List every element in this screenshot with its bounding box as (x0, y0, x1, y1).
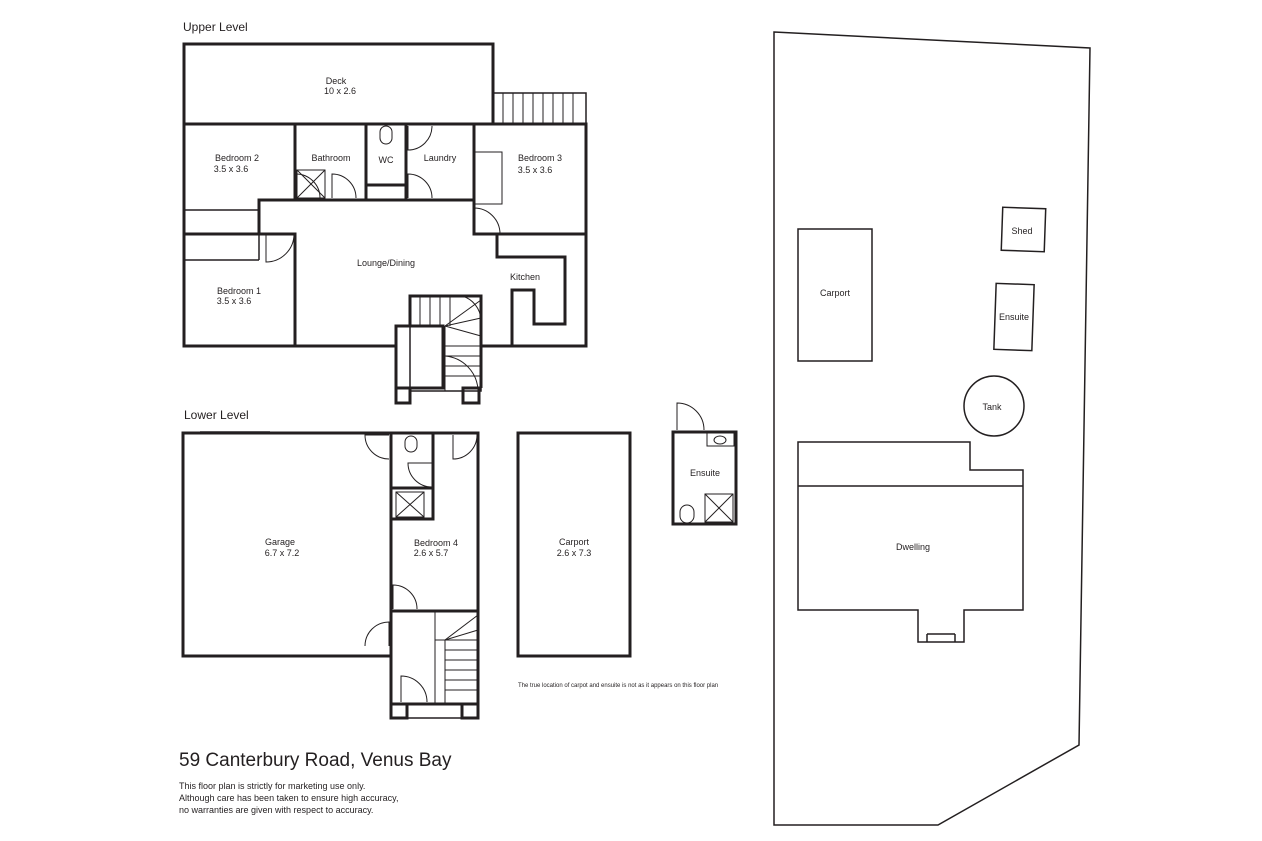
site-shed (1000, 206, 1047, 253)
laundry-door-bottom (407, 173, 433, 199)
kitchen-label: Kitchen (510, 272, 540, 282)
bathroom-door-right (331, 173, 357, 199)
ensuite-basin (713, 435, 727, 445)
garage-size: 6.7 x 7.2 (265, 548, 300, 558)
lounge-label: Lounge/Dining (357, 258, 415, 268)
site-ensuite (993, 282, 1035, 352)
deck-stair-treads (502, 93, 574, 124)
ensuite-shower (704, 493, 734, 523)
carport-label: Carport (559, 537, 590, 547)
bedroom1-size: 3.5 x 3.6 (217, 296, 252, 306)
site-carport (797, 228, 873, 362)
bedroom3-label: Bedroom 3 (518, 153, 562, 163)
carport-size: 2.6 x 7.3 (557, 548, 592, 558)
bedroom4-label: Bedroom 4 (414, 538, 458, 548)
wc-toilet (379, 125, 393, 145)
site-boundary (773, 31, 1091, 826)
bedroom2-size: 3.5 x 3.6 (214, 164, 249, 174)
ensuite-door (676, 402, 705, 431)
lower-level-heading: Lower Level (184, 408, 249, 422)
bathroom-label: Bathroom (311, 153, 350, 163)
lower-level-plan: Garage 6.7 x 7.2 Bedroom 4 2.6 x 5.7 Car… (181, 402, 738, 720)
bathroom-door-left (295, 173, 321, 199)
bedroom1-door (265, 233, 295, 263)
bedroom3-size: 3.5 x 3.6 (518, 165, 553, 175)
wc-label: WC (379, 155, 394, 165)
site-tank (963, 375, 1025, 437)
deck-size: 10 x 2.6 (324, 86, 356, 96)
bedroom1-label: Bedroom 1 (217, 286, 261, 296)
bedroom4-door (392, 584, 418, 610)
site-dwelling-label: Dwelling (896, 542, 930, 552)
bedroom3-wall (472, 124, 586, 236)
bedroom3-robe (474, 151, 503, 205)
deck-stairs (492, 92, 587, 125)
bedroom2-wall (257, 124, 297, 234)
ensuite-toilet (679, 504, 695, 524)
kitchen-bench (495, 234, 567, 346)
bedroom3-door (473, 207, 501, 235)
upper-level-plan: Deck 10 x 2.6 Bedroom 2 3.5 x 3.6 Bathro… (182, 42, 588, 405)
disclaimer-line-1: This floor plan is strictly for marketin… (179, 781, 365, 791)
ensuite-label: Ensuite (690, 468, 720, 478)
upper-entry (394, 324, 445, 390)
garage-label: Garage (265, 537, 295, 547)
site-tank-label: Tank (982, 402, 1002, 412)
laundry-door-top (407, 125, 433, 151)
carport-outline (516, 431, 632, 658)
bedroom4-size: 2.6 x 5.7 (414, 548, 449, 558)
location-note: The true location of carpot and ensuite … (518, 683, 718, 689)
site-ensuite-label: Ensuite (999, 312, 1029, 322)
site-carport-label: Carport (820, 288, 851, 298)
bathroom-shower (296, 169, 326, 199)
bedroom1-wall (184, 232, 297, 346)
bedroom4-ensuite (391, 433, 435, 521)
laundry-label: Laundry (424, 153, 457, 163)
bedroom2-label: Bedroom 2 (215, 153, 259, 163)
site-plan: Shed Carport Ensuite Tank Dwelling (773, 31, 1091, 826)
site-shed-label: Shed (1011, 226, 1032, 236)
garage-door-bottom (364, 621, 390, 647)
garage-door-top (364, 434, 390, 460)
ensuite-outline (671, 430, 738, 526)
deck-label: Deck (326, 76, 347, 86)
upper-level-heading: Upper Level (183, 20, 248, 34)
disclaimer-line-3: no warranties are given with respect to … (179, 805, 373, 815)
wc-outline (364, 122, 408, 187)
site-dwelling (797, 441, 1024, 643)
property-address: 59 Canterbury Road, Venus Bay (179, 750, 452, 771)
disclaimer-line-2: Although care has been taken to ensure h… (179, 793, 398, 803)
